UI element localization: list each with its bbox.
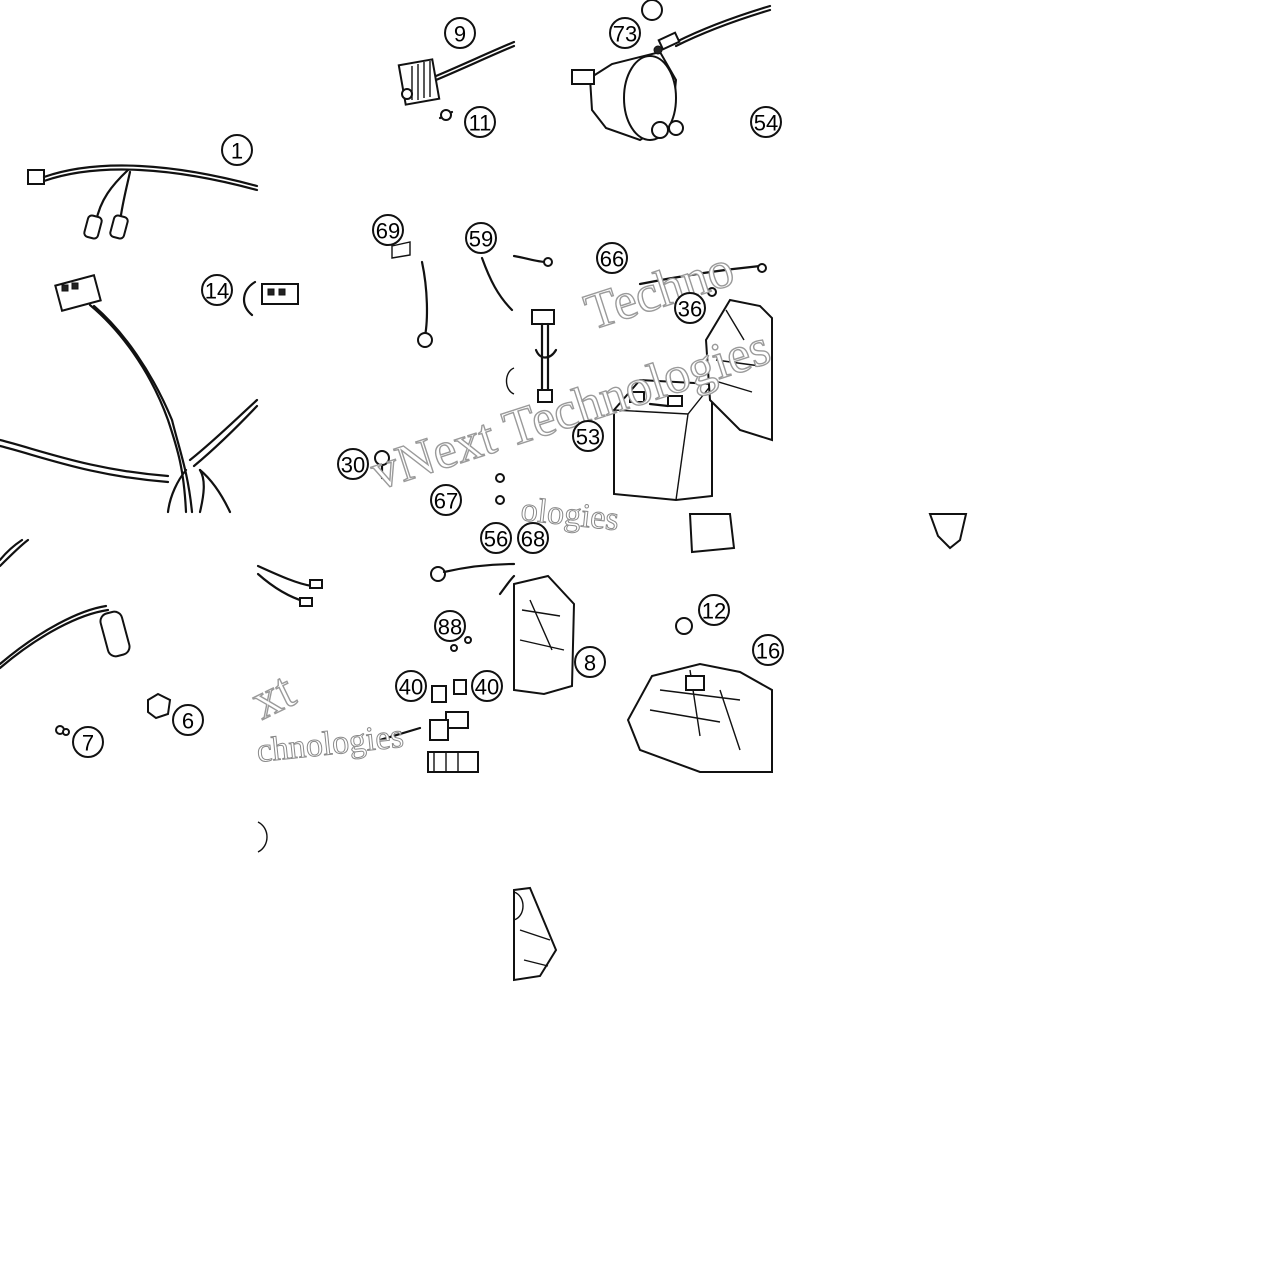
callout-11: 11 — [464, 106, 496, 138]
callout-30: 30 — [337, 448, 369, 480]
svg-text:40: 40 — [475, 675, 499, 700]
svg-text:16: 16 — [756, 639, 780, 664]
svg-text:59: 59 — [469, 227, 493, 252]
battery-strap-part — [531, 263, 767, 403]
svg-text:9: 9 — [454, 22, 466, 47]
svg-text:30: 30 — [341, 453, 365, 478]
svg-text:7: 7 — [82, 731, 94, 756]
svg-text:1: 1 — [231, 139, 243, 164]
svg-text:66: 66 — [600, 247, 624, 272]
callout-40-left: 40 — [395, 670, 427, 702]
callout-56: 56 — [480, 522, 512, 554]
callout-68: 68 — [517, 522, 549, 554]
callout-8: 8 — [574, 646, 606, 678]
svg-text:14: 14 — [205, 279, 229, 304]
callout-88: 88 — [434, 610, 466, 642]
callout-59: 59 — [465, 222, 497, 254]
connector-part — [243, 280, 299, 317]
svg-text:68: 68 — [521, 527, 545, 552]
svg-text:12: 12 — [702, 599, 726, 624]
sensor-cable-part — [0, 538, 131, 670]
svg-text:8: 8 — [584, 651, 596, 676]
callout-16: 16 — [752, 634, 784, 666]
screw-part — [374, 450, 505, 505]
ground-wire-part — [391, 241, 433, 348]
svg-text:69: 69 — [376, 219, 400, 244]
callout-12: 12 — [698, 594, 730, 626]
clip-part — [55, 692, 172, 736]
callout-36: 36 — [674, 292, 706, 324]
callout-67: 67 — [430, 484, 462, 516]
svg-text:67: 67 — [434, 489, 458, 514]
starter-motor-part — [571, 0, 772, 142]
svg-text:11: 11 — [469, 111, 492, 136]
relay-part — [378, 636, 479, 773]
fuse-box-frame-part — [626, 513, 968, 773]
svg-text:53: 53 — [576, 425, 600, 450]
wire-terminal-part — [256, 562, 516, 607]
battery-tray-part — [513, 574, 576, 982]
callout-7: 7 — [72, 726, 104, 758]
sub-harness-part — [0, 274, 259, 514]
svg-text:88: 88 — [438, 615, 462, 640]
battery-box-part — [688, 298, 773, 554]
battery-part — [613, 378, 713, 502]
callout-14: 14 — [201, 274, 233, 306]
callout-53: 53 — [572, 420, 604, 452]
svg-text:56: 56 — [484, 527, 508, 552]
svg-text:73: 73 — [613, 22, 637, 47]
callout-6: 6 — [172, 704, 204, 736]
main-wiring-harness-part — [27, 164, 259, 240]
callout-66: 66 — [596, 242, 628, 274]
voltage-regulator-part — [397, 40, 516, 121]
svg-text:40: 40 — [399, 675, 423, 700]
svg-text:36: 36 — [678, 297, 702, 322]
battery-cable-part — [480, 254, 553, 312]
svg-text:6: 6 — [182, 709, 194, 734]
svg-text:54: 54 — [754, 111, 778, 136]
clipped-callout-fragments — [257, 367, 524, 921]
watermark-text-3: xt — [242, 662, 304, 731]
callout-9: 9 — [444, 17, 476, 49]
callout-73: 73 — [609, 17, 641, 49]
callout-1: 1 — [221, 134, 253, 166]
callout-69: 69 — [372, 214, 404, 246]
callout-40-right: 40 — [471, 670, 503, 702]
callout-54: 54 — [750, 106, 782, 138]
